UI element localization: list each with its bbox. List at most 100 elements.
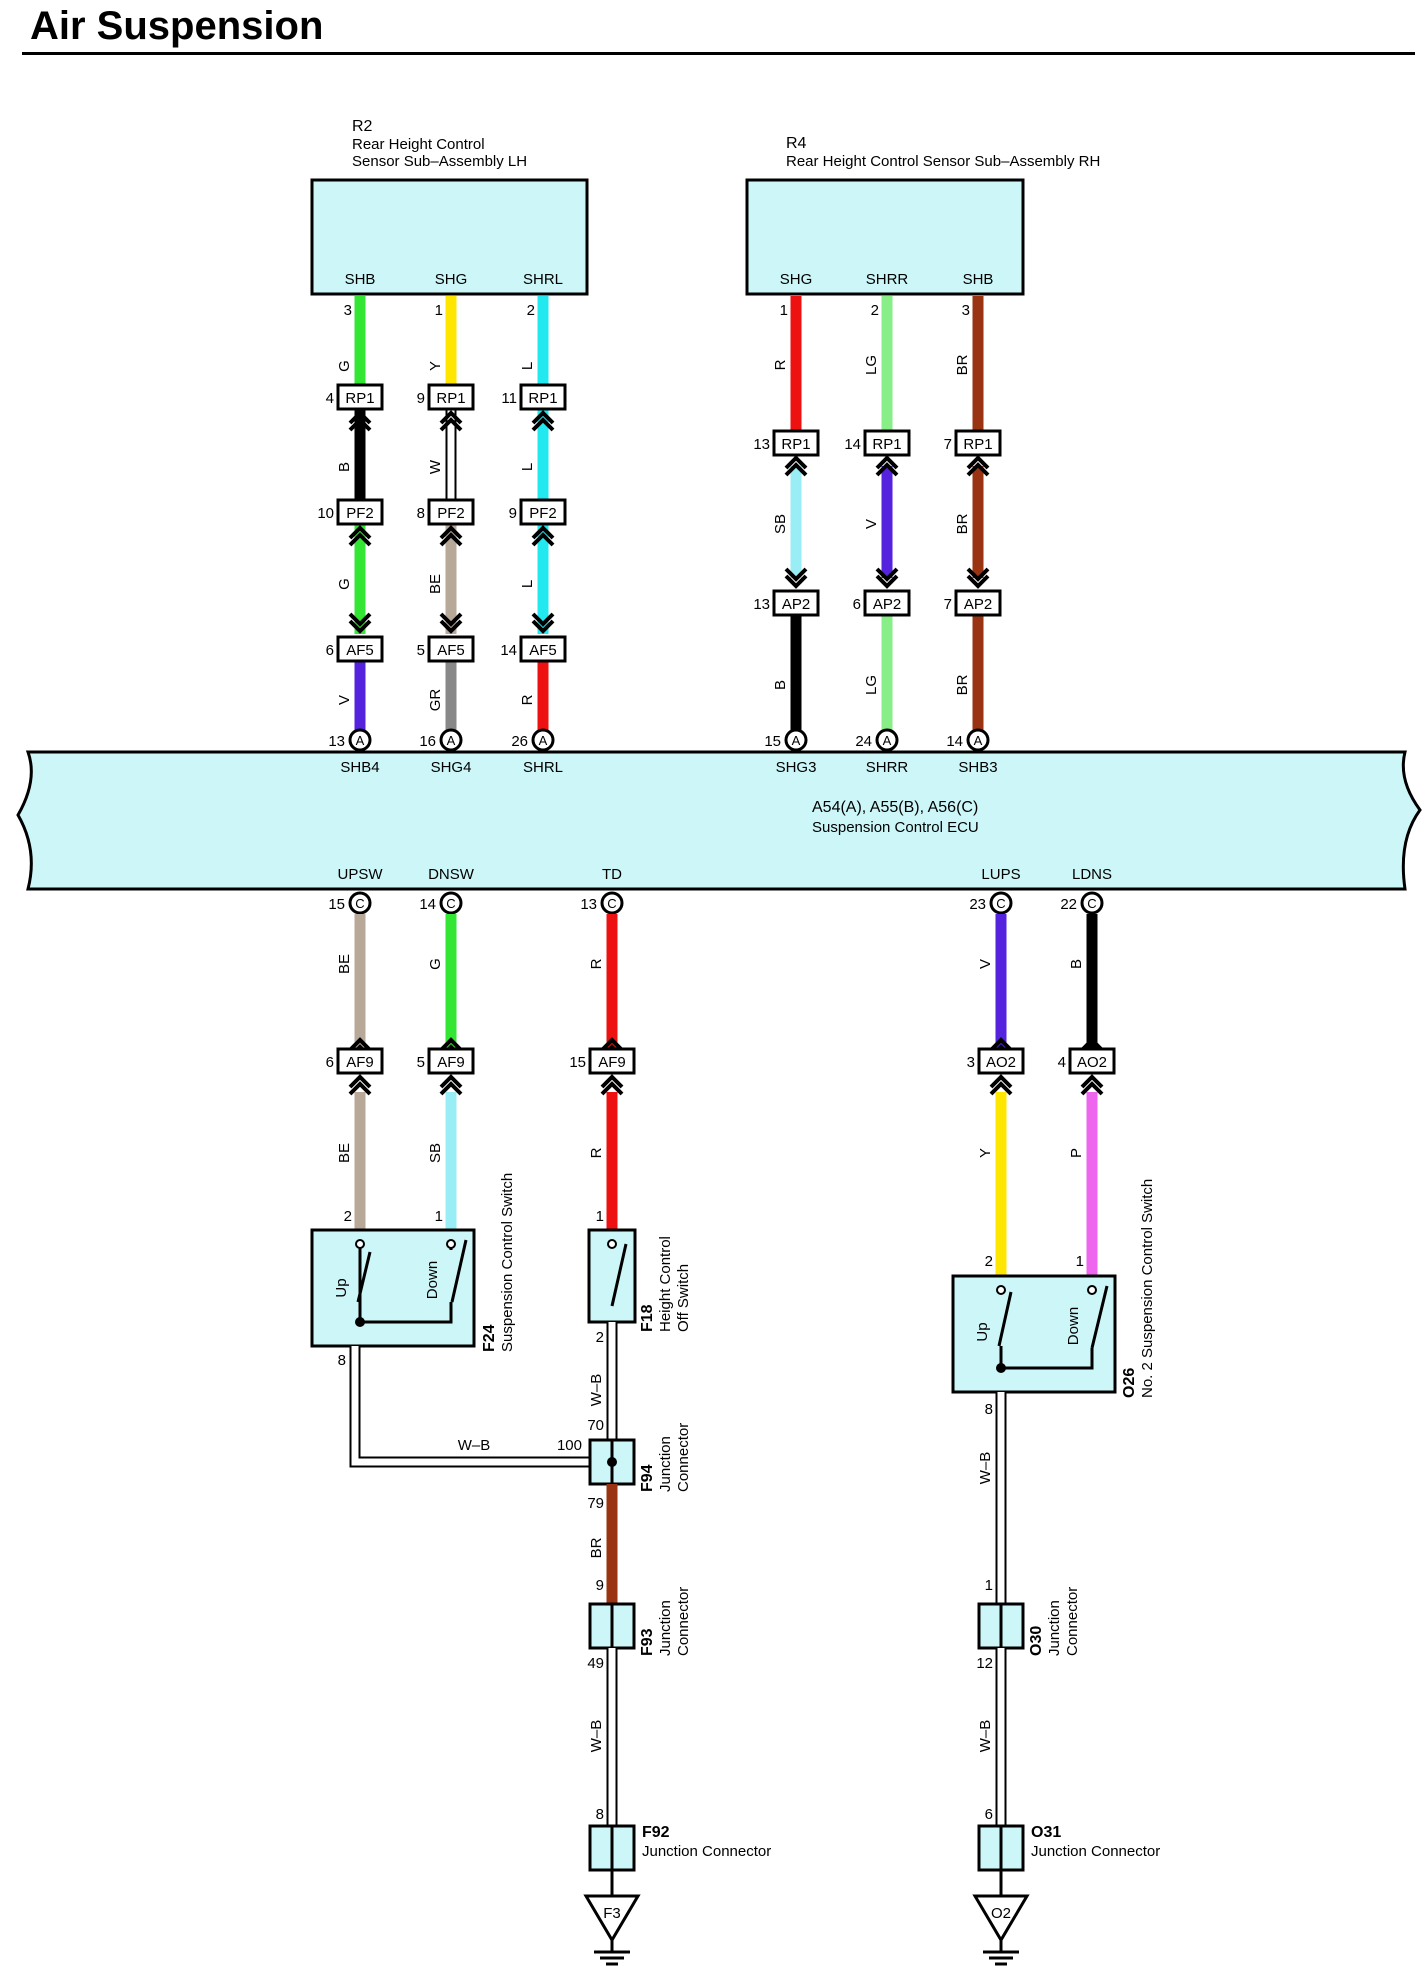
ground-f3 [583,1894,641,1943]
f94-name-line-1: Junction [657,1436,674,1492]
f24-up-blade [356,1251,372,1303]
top-circuit-2-wire-2-label: W [427,459,444,474]
bottom-circuit-2-switch-pin: 1 [435,1208,443,1225]
top-circuit-5-rp1-connector-label: RP1 [872,436,901,453]
f93-id: F93 [639,1628,656,1656]
f18-name-line-1: Height Control [657,1236,674,1332]
bottom-circuit-2-inline-connector [427,1047,475,1075]
r4-id: R4 [786,135,807,152]
top-circuit-6-sensor-pin: SHB [963,271,994,288]
top-circuit-4-wire-2-label: SB [772,514,789,534]
top-circuit-3-rp1-connector-pin-number: 11 [501,390,517,407]
page-title: Air Suspension [30,4,324,48]
bottom-circuit-2-inline-down-chevron [439,1074,463,1089]
f93-bottom-pin: 49 [587,1655,604,1672]
bottom-circuit-5-inline-connector-label: AO2 [1077,1054,1107,1071]
ground-o2 [972,1894,1030,1943]
f24-out-pin: 8 [338,1352,346,1369]
bottom-circuit-4-inline-down-chevron-2 [989,1081,1013,1096]
top-circuit-5-rp1-chevron [875,455,899,470]
bottom-circuit-3-wire-2-label: R [588,1147,605,1158]
o26-up-blade [997,1291,1013,1347]
o26-common-bus [1001,1348,1094,1370]
bottom-circuit-3-inline-chevron [600,1037,624,1052]
top-circuit-1-ecu-pin-letter: A [356,733,365,748]
bottom-circuit-4-switch-pin: 2 [985,1253,993,1270]
ecu-box [16,750,1422,891]
top-circuit-3-pf2-down-chevron [531,525,555,540]
top-circuit-3-sensor-pin: SHRL [523,271,563,288]
o30-name-line-2: Connector [1064,1587,1081,1656]
top-circuit-6-rp1-chevron [966,455,990,470]
top-circuit-1-rp1-connector-label: RP1 [345,390,374,407]
bottom-circuit-5-wire-1-label: B [1068,959,1085,969]
top-circuit-1-pf2-connector [336,498,384,526]
top-circuit-4-ecu-pin-letter: A [792,733,801,748]
top-circuit-2-sensor-pin: SHG [435,271,468,288]
bottom-circuit-5-inline-down-chevron-2 [1080,1081,1104,1096]
top-circuit-5-ap2-chevron [875,567,899,582]
r4-sensor-box [745,178,1025,296]
bottom-circuit-5-ecu-pin-label: LDNS [1072,866,1112,883]
top-circuit-4-ap2-chevron [784,567,808,582]
f18-name-line-2: Off Switch [675,1264,692,1332]
o31-top-pin: 6 [985,1806,993,1823]
top-circuit-4-ecu-pin-label: SHG3 [776,759,817,776]
top-circuit-6-wire-1-label: BR [954,354,971,375]
f24-down-label: Down [424,1261,441,1299]
top-circuit-5-rp1-connector-pin-number: 14 [844,436,861,453]
r2-name-line-1: Rear Height Control [352,136,485,153]
bottom-circuit-1-inline-chevron [348,1037,372,1052]
top-circuit-1-ecu-pin [348,728,372,752]
top-circuit-1-af5-chevron-2 [348,619,372,634]
top-circuit-5-ecu-pin-pin-number: 24 [855,733,872,750]
top-circuit-4-ap2-connector-pin-number: 13 [753,596,770,613]
top-circuit-3-ecu-pin-label: SHRL [523,759,563,776]
bottom-circuit-3-ecu-pin [600,891,624,915]
bottom-circuit-1-ecu-pin-letter: C [355,896,364,911]
top-circuit-1-sensor-pin-number: 3 [344,302,352,319]
top-circuit-2-af5-connector [427,635,475,663]
bottom-circuit-4-inline-connector-pin-number: 3 [967,1054,975,1071]
top-circuit-2-ecu-pin-label: SHG4 [431,759,472,776]
bottom-circuit-3-inline-connector-label: AF9 [598,1054,626,1071]
top-circuit-3-ecu-pin [531,728,555,752]
bottom-circuit-5-inline-connector-pin-number: 4 [1058,1054,1066,1071]
top-circuit-1-ecu-pin-pin-number: 13 [328,733,345,750]
bottom-circuit-5-inline-chevron [1080,1037,1104,1052]
top-circuit-4-wire-1-label: R [772,359,789,370]
o26-switch-box [951,1274,1117,1394]
top-circuit-5-wire-1-label: LG [863,355,880,375]
bottom-circuit-1-wire-2-label: BE [336,1143,353,1163]
bottom-circuit-2-ecu-pin-label: DNSW [428,866,475,883]
f18-f94-wire-label: W–B [588,1374,605,1407]
f94-top-pin: 70 [587,1417,604,1434]
top-circuit-6-ap2-chevron [966,567,990,582]
top-circuit-5-ecu-pin [875,728,899,752]
bottom-circuit-1-inline-connector [336,1047,384,1075]
top-circuit-4-ap2-connector-label: AP2 [782,596,810,613]
bottom-circuit-1-ecu-pin [348,891,372,915]
f24-down-contact [446,1239,456,1249]
top-circuit-3-pf2-connector [519,498,567,526]
f18-id: F18 [639,1304,656,1332]
bottom-circuit-5-ecu-pin-pin-number: 22 [1060,896,1077,913]
top-circuit-2-rp1-connector-pin-number: 9 [417,390,425,407]
top-circuit-6-ecu-pin-pin-number: 14 [946,733,963,750]
top-circuit-5-rp1-connector [863,429,911,457]
top-circuit-3-ecu-pin-letter: A [539,733,548,748]
top-circuit-4-rp1-chevron [784,455,808,470]
bottom-circuit-3-inline-down-chevron-2 [600,1081,624,1096]
f92-id: F92 [642,1824,670,1841]
o31-name: Junction Connector [1031,1843,1160,1860]
f93-top-pin: 9 [596,1577,604,1594]
top-circuit-3-sensor-pin-number: 2 [527,302,535,319]
top-circuit-5-ap2-connector [863,589,911,617]
top-circuit-3-af5-chevron [531,612,555,627]
bottom-circuit-1-ecu-pin-label: UPSW [338,866,384,883]
o30-id: O30 [1028,1626,1045,1656]
top-circuit-1-rp1-connector [336,383,384,411]
top-circuit-3-pf2-down-chevron-2 [531,532,555,547]
top-circuit-3-rp1-connector [519,383,567,411]
